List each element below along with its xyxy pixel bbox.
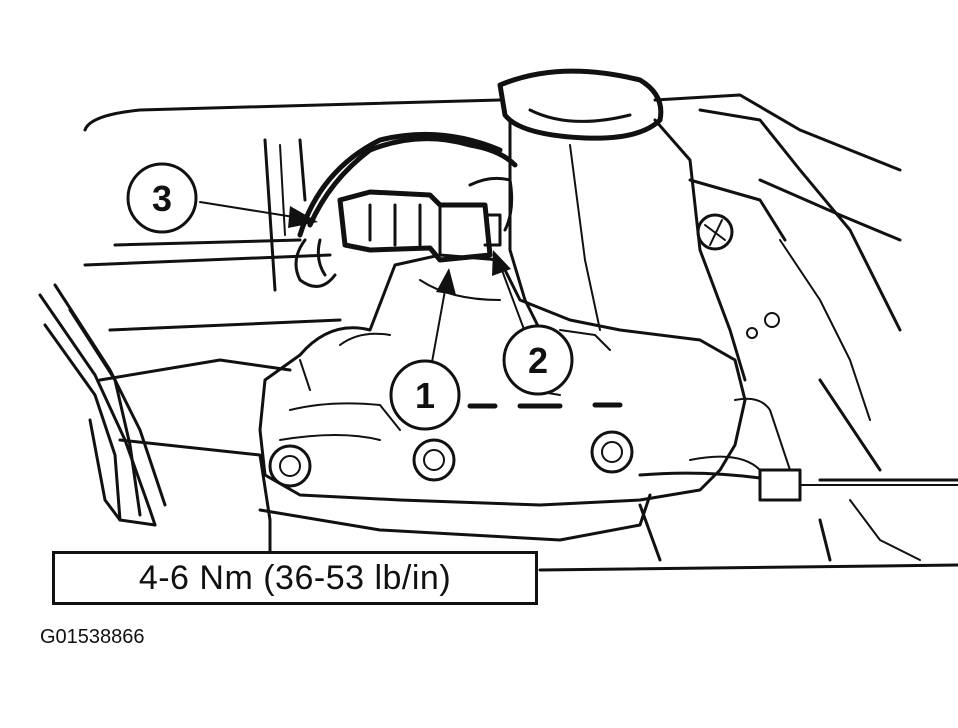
- range-sensor-body: [258, 253, 791, 507]
- wiring-harness: [294, 131, 518, 288]
- electrical-connector: [337, 189, 502, 263]
- callout-leaders: [199, 201, 526, 363]
- callout-3: 3: [126, 162, 198, 234]
- torque-spec-box: 4-6 Nm (36-53 lb/in): [52, 551, 538, 605]
- callout-2: 2: [502, 324, 574, 396]
- cable-end: [638, 468, 958, 502]
- figure-id: G01538866: [40, 626, 145, 648]
- callout-2-label: 2: [528, 340, 548, 381]
- frame-rails: [38, 283, 292, 527]
- torque-spec-text: 4-6 Nm (36-53 lb/in): [138, 558, 452, 597]
- callout-1-label: 1: [415, 375, 435, 416]
- callout-1: 1: [389, 359, 461, 431]
- callout-3-label: 3: [152, 178, 172, 219]
